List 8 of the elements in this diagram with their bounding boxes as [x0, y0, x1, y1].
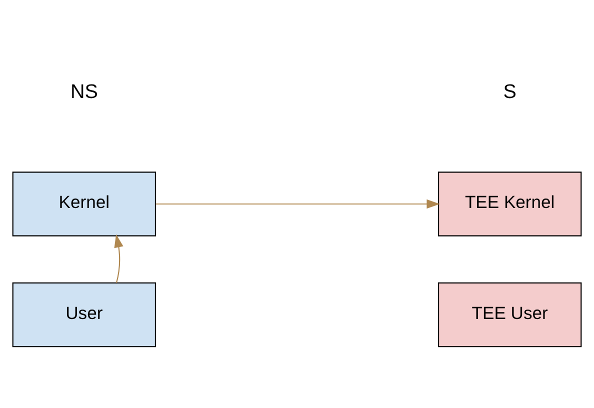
node-box: User: [12, 282, 156, 348]
arrow: [114, 234, 124, 283]
label: S: [503, 81, 516, 104]
node-box: TEE Kernel: [438, 172, 582, 236]
arrow: [156, 199, 440, 209]
node-box: TEE User: [438, 282, 582, 348]
node-box: Kernel: [12, 172, 156, 236]
label: NS: [70, 81, 98, 104]
